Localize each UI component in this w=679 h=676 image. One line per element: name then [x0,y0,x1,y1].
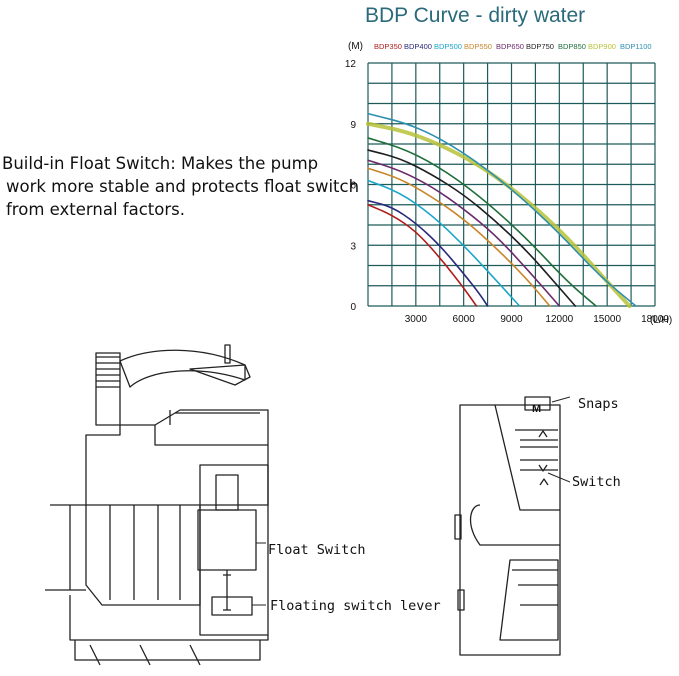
legend-entry-bdp400: BDP400 [404,42,432,51]
callout-snaps: Snaps [578,396,619,412]
callout-float-switch: Float Switch [268,542,366,558]
series-line-bdp1100 [367,112,637,307]
chart-title: BDP Curve - dirty water [365,4,585,27]
description-line-1: Build-in Float Switch: Makes the pump [2,154,319,173]
x-tick-label: 3000 [405,314,428,325]
legend-entry-bdp750: BDP750 [526,42,554,51]
legend-entry-bdp900: BDP900 [588,42,616,51]
x-tick-label: 6000 [453,314,476,325]
y-axis-unit-label: (M) [348,41,363,52]
y-tick-label: 9 [350,120,356,131]
legend-entry-bdp1100: BDP1100 [620,42,652,51]
series-line-bdp400 [367,199,489,307]
chart-grid [367,62,656,307]
legend-entry-bdp500: BDP500 [434,42,462,51]
legend-entry-bdp550: BDP550 [464,42,492,51]
snap-mark-letter: M [532,403,541,415]
y-tick-label: 3 [350,241,356,252]
series-line-bdp500 [367,179,521,307]
series-line-bdp650 [367,159,561,307]
chart-tick-labels: 0 3 6 9 12 3000 6000 9000 12000 15000 18000 [345,59,669,325]
description-line-2: work more stable and protects float swit… [6,177,360,196]
series-line-bdp750 [367,149,577,307]
float-switch-side-view: M [454,396,570,656]
x-tick-label: 9000 [500,314,523,325]
x-tick-label: 12000 [545,314,573,325]
x-tick-label: 15000 [593,314,621,325]
series-line-bdp350 [367,203,478,307]
feature-description: Build-in Float Switch: Makes the pump wo… [2,152,360,221]
legend-entry-bdp650: BDP650 [496,42,524,51]
callout-switch: Switch [572,474,621,490]
callout-floating-switch-lever: Floating switch lever [270,598,441,614]
legend-entry-bdp850: BDP850 [558,42,586,51]
y-tick-label: 0 [350,302,356,313]
chart-series [366,112,637,308]
y-tick-label: 12 [345,59,357,70]
pump-cutaway-drawing [45,344,269,666]
x-tick-label: 18000 [641,314,669,325]
y-tick-label: 6 [350,181,356,192]
x-axis-unit-label: (L/H) [650,315,672,326]
series-line-bdp550 [367,167,551,307]
series-line-bdp850 [367,137,597,307]
legend-entry-bdp350: BDP350 [374,42,402,51]
description-line-3: from external factors. [6,200,185,219]
bdp-curve-chart: BDP Curve - dirty water (M) (L/H) BDP350… [345,4,672,326]
